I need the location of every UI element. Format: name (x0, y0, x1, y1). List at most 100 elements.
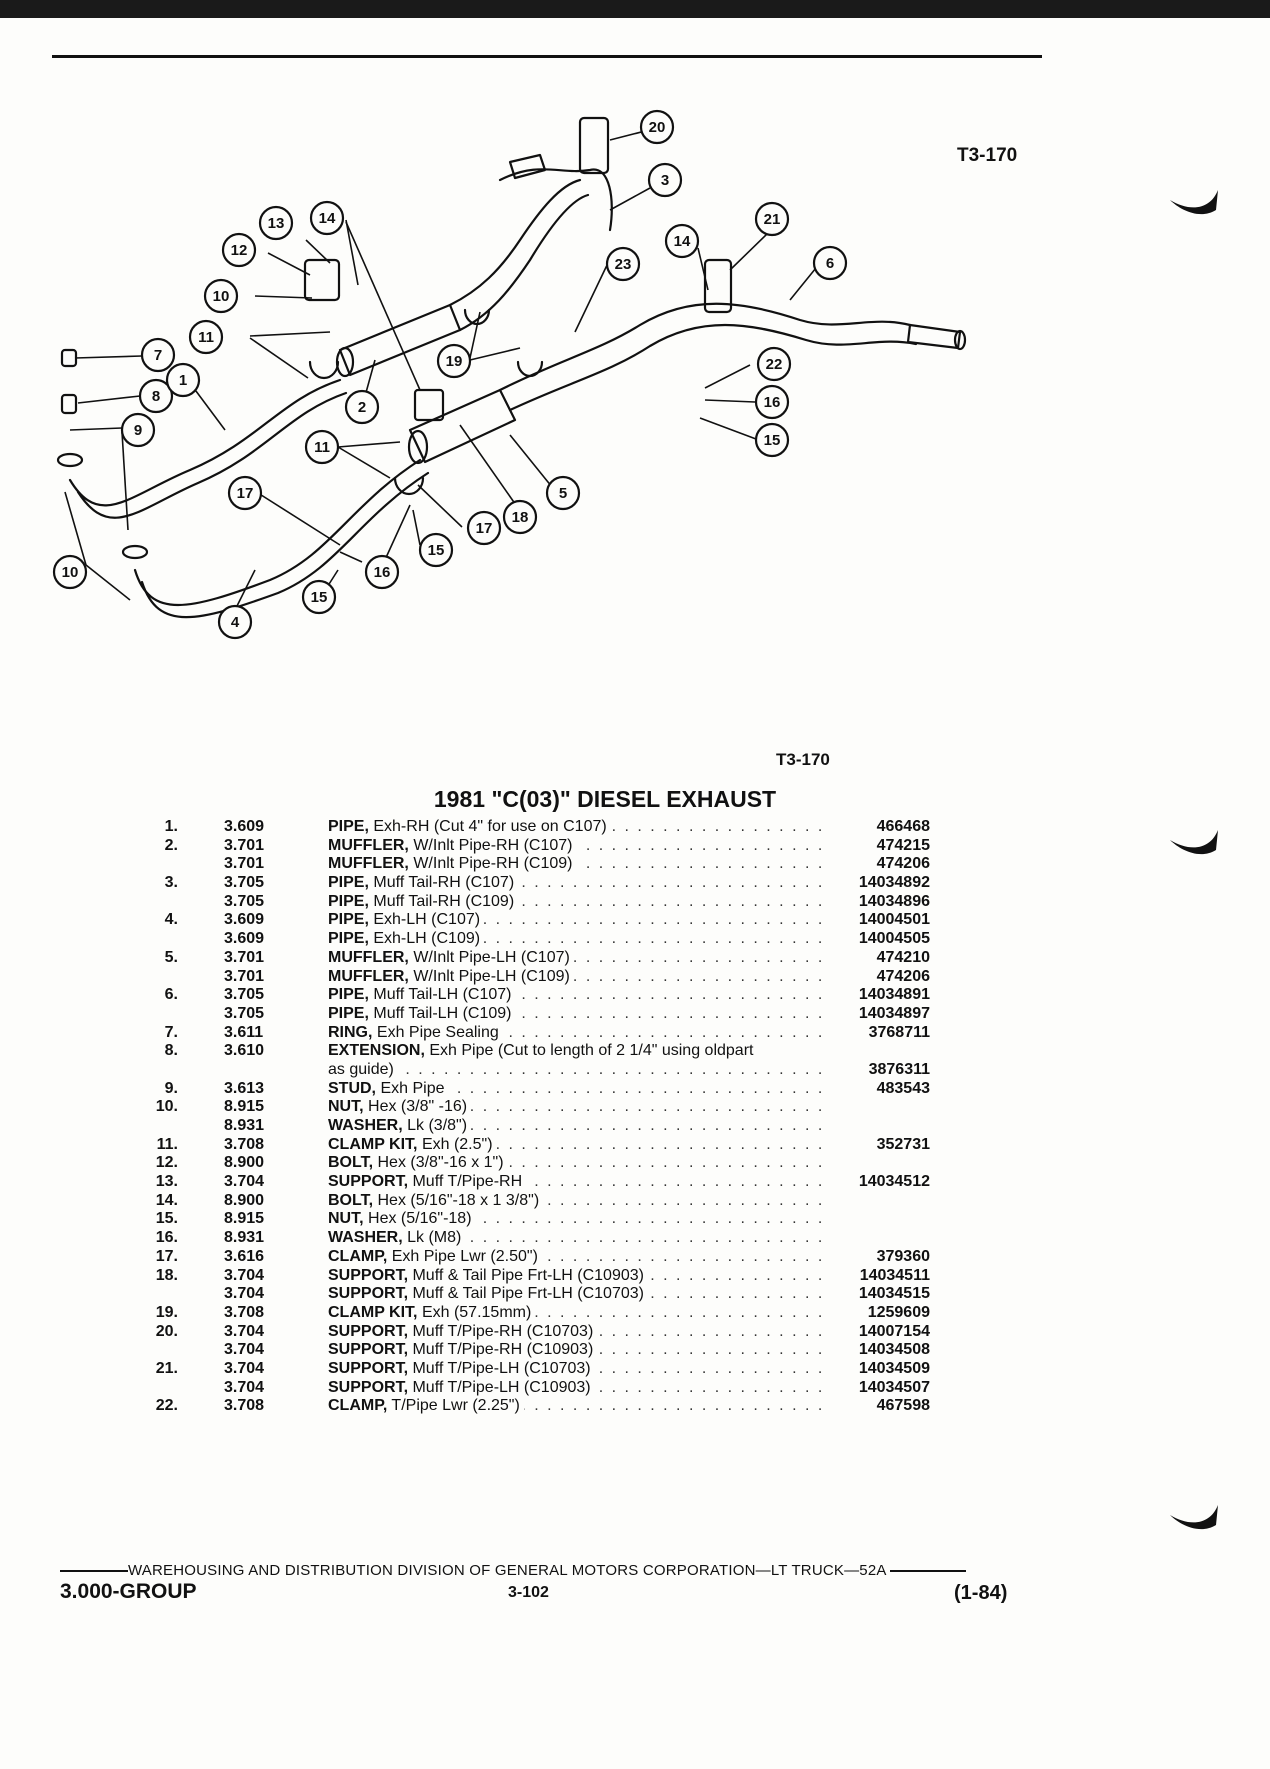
part-name: CLAMP, (328, 1247, 388, 1265)
part-number: 14034896 (858, 892, 930, 910)
group-number: 8.900 (224, 1154, 265, 1172)
callout-4: 4 (231, 614, 240, 631)
part-name: SUPPORT, (328, 1322, 409, 1340)
part-detail: as guide) (328, 1060, 394, 1078)
part-name: SUPPORT, (328, 1173, 409, 1191)
part-description: . . . . . . . . . . . . . . . . . . . . … (328, 1191, 830, 1209)
group-number: 3.609 (224, 818, 265, 835)
part-description: . . . . . . . . . . . . . . . . . . . . … (328, 1341, 830, 1359)
part-description: . . . . . . . . . . . . . . . . . . . . … (328, 1173, 830, 1191)
part-number: 14034509 (858, 1359, 930, 1377)
part-description: . . . . . . . . . . . . . . . . . . . . … (328, 930, 830, 948)
part-number: 3768711 (868, 1023, 930, 1041)
group-number: 3.704 (224, 1266, 265, 1284)
part-description: . . . . . . . . . . . . . . . . . . . . … (328, 1397, 830, 1415)
callout-17a: 17 (476, 520, 493, 537)
clamp-19b (516, 360, 544, 378)
part-detail: Muff T/Pipe-LH (C10703) (412, 1359, 591, 1377)
parts-row: . . . . . . . . . . . . . . . . . . . . … (130, 1060, 930, 1080)
part-number: 14004505 (858, 930, 930, 948)
parts-row: 12.8.900. . . . . . . . . . . . . . . . … (130, 1154, 930, 1173)
parts-row: 10.8.915. . . . . . . . . . . . . . . . … (130, 1098, 930, 1117)
item-number: 17. (155, 1247, 178, 1265)
parts-row: 9.3.613. . . . . . . . . . . . . . . . .… (130, 1079, 930, 1099)
footer-line: WAREHOUSING AND DISTRIBUTION DIVISION OF… (60, 1562, 967, 1579)
item-number (130, 1117, 178, 1136)
callout-14a: 14 (319, 210, 336, 227)
parts-row: 15.8.915. . . . . . . . . . . . . . . . … (130, 1210, 930, 1229)
part-detail: Muff Tail-LH (C107) (373, 986, 512, 1004)
group-number: 3.611 (224, 1023, 264, 1041)
part-description: . . . . . . . . . . . . . . . . . . . . … (328, 986, 830, 1004)
parts-row: 19.3.708. . . . . . . . . . . . . . . . … (130, 1303, 930, 1323)
callout-13: 13 (268, 215, 285, 232)
part-detail: W/Inlt Pipe-LH (C109) (413, 967, 570, 985)
part-name: CLAMP KIT, (328, 1135, 418, 1153)
part-detail: Muff T/Pipe-LH (C10903) (412, 1378, 591, 1396)
item-number: 11. (156, 1135, 178, 1153)
callout-10a: 10 (213, 288, 230, 305)
footer-division-text: WAREHOUSING AND DISTRIBUTION DIVISION OF… (128, 1562, 886, 1579)
tailpipe-rh (498, 168, 613, 232)
group-number: 3.704 (224, 1322, 265, 1340)
item-number: 3. (164, 874, 178, 892)
part-description: . . . . . . . . . . . . . . . . . . . . … (328, 1060, 830, 1078)
part-number: 14034511 (859, 1266, 930, 1284)
part-description: . . . . . . . . . . . . . . . . . . . . … (328, 1378, 830, 1396)
item-number: 19. (155, 1303, 178, 1321)
item-number: 4. (164, 911, 178, 929)
part-detail: Muff T/Pipe-RH (C10903) (412, 1341, 594, 1359)
group-number: 8.915 (224, 1098, 265, 1116)
part-number (830, 1117, 930, 1136)
part-name: WASHER, (328, 1117, 403, 1134)
part-description: . . . . . . . . . . . . . . . . . . . . … (328, 836, 830, 854)
part-name: RING, (328, 1023, 373, 1041)
group-number: 3.701 (224, 855, 265, 873)
part-number: 14034512 (858, 1173, 930, 1191)
parts-row: 3.705. . . . . . . . . . . . . . . . . .… (130, 1004, 930, 1024)
part-description: . . . . . . . . . . . . . . . . . . . . … (328, 874, 830, 892)
part-name: NUT, (328, 1210, 364, 1228)
callout-15a: 15 (764, 432, 781, 449)
part-detail: Exh Pipe Sealing (376, 1023, 499, 1041)
support-13 (303, 258, 341, 302)
parts-row: 3.3.705. . . . . . . . . . . . . . . . .… (130, 874, 930, 893)
part-name: SUPPORT, (328, 1359, 409, 1377)
item-number: 12. (155, 1154, 178, 1172)
part-number: 474206 (876, 855, 930, 873)
callout-9: 9 (134, 422, 142, 439)
item-number: 18. (155, 1266, 178, 1284)
group-number: 3.708 (224, 1303, 265, 1321)
item-number: 20. (155, 1322, 178, 1340)
part-description: . . . . . . . . . . . . . . . . . . . . … (328, 1322, 830, 1340)
callout-2: 2 (358, 399, 366, 416)
part-description: . . . . . . . . . . . . . . . . . . . . … (328, 892, 830, 910)
group-number (178, 1061, 328, 1080)
group-number: 3.705 (224, 986, 265, 1004)
footer-date: (1-84) (954, 1582, 1008, 1604)
parts-row: 20. 3.704 . . . . . . . . . . . . . . . . … (130, 1322, 930, 1342)
part-detail: Hex (3/8" -16) (368, 1098, 468, 1116)
part-name: STUD, (328, 1079, 376, 1097)
callout-10b: 10 (62, 564, 79, 581)
parts-row: 14.8.900. . . . . . . . . . . . . . . . … (130, 1191, 930, 1211)
part-detail: Exh Pipe Lwr (2.50") (391, 1247, 538, 1265)
part-name: PIPE, (328, 892, 369, 910)
parts-row: 1.3.609. . . . . . . . . . . . . . . . .… (130, 818, 930, 837)
item-number: 6. (164, 986, 178, 1004)
callout-17b: 17 (237, 485, 254, 502)
part-detail: Exh (2.5") (421, 1135, 493, 1153)
callout-21: 21 (764, 211, 781, 228)
group-number: 8.931 (224, 1117, 265, 1134)
callout-15b: 15 (428, 542, 445, 559)
item-number: 14. (155, 1191, 178, 1209)
parts-list-title: 1981 "C(03)" DIESEL EXHAUST (433, 786, 777, 812)
part-description: . . . . . . . . . . . . . . . . . . . . … (328, 1285, 830, 1303)
part-number: 14004501 (858, 911, 930, 929)
group-number: 3.704 (224, 1359, 265, 1377)
part-detail: Exh Pipe (Cut to length of 2 1/4" using … (429, 1042, 754, 1060)
part-name: PIPE, (328, 874, 369, 892)
callout-19: 19 (446, 353, 463, 370)
parts-row: 3.704. . . . . . . . . . . . . . . . . .… (130, 1285, 930, 1304)
part-number: 483543 (876, 1079, 930, 1097)
